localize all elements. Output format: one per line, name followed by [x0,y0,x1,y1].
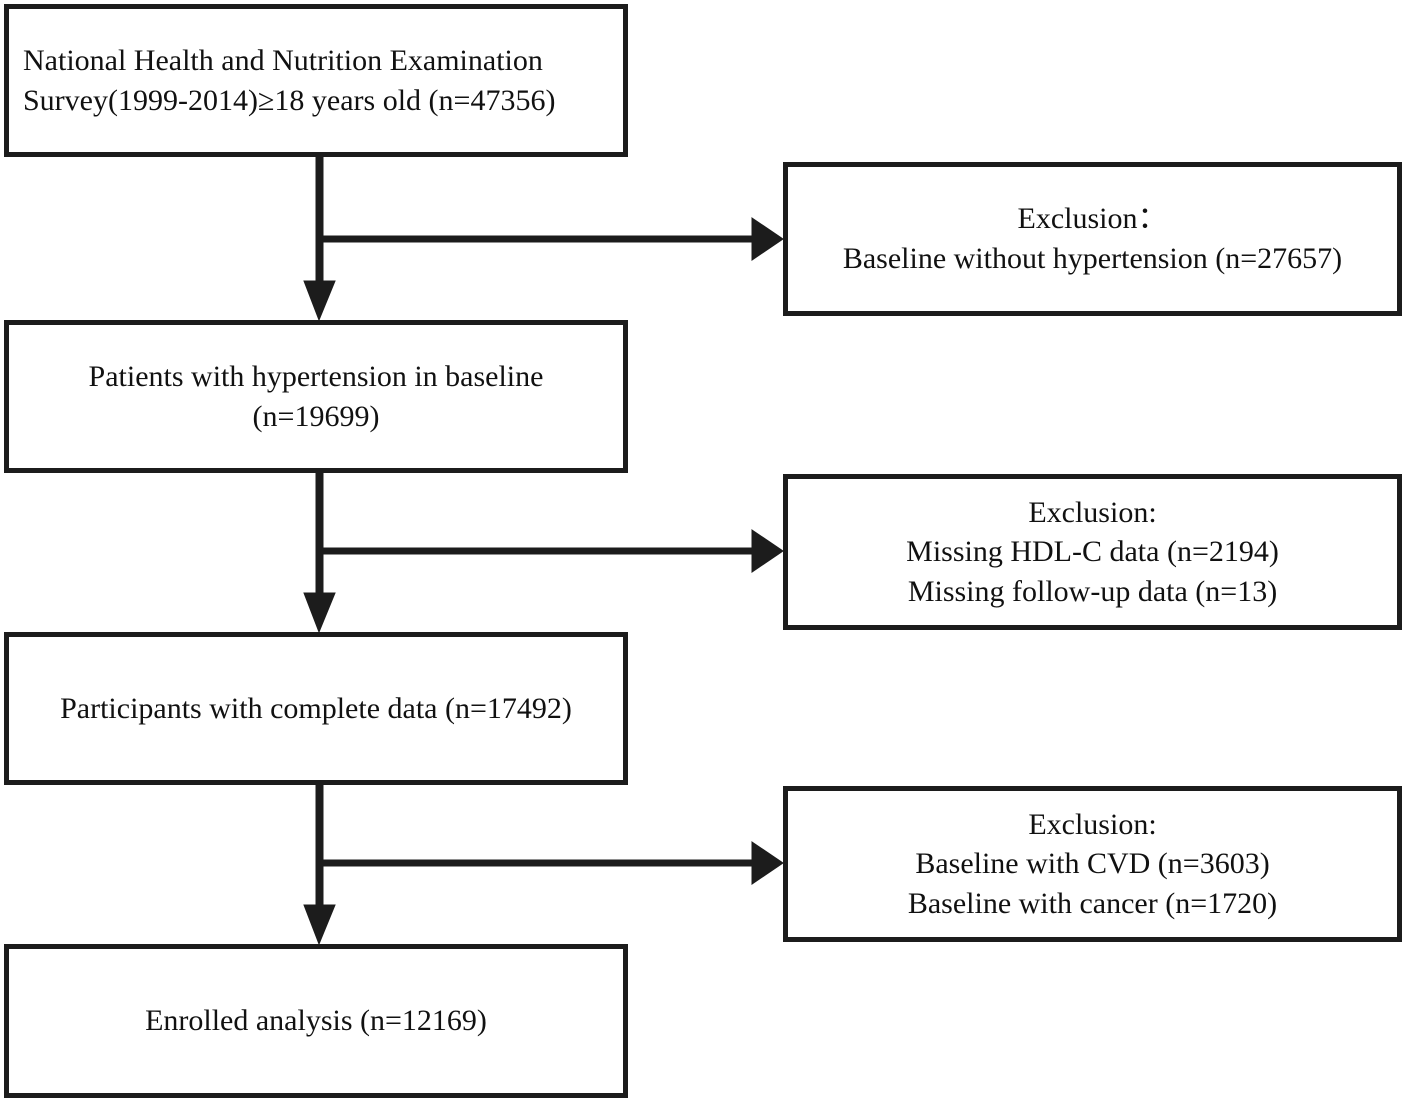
connector-3-down-arrowhead [303,904,336,946]
connector-3-right-arrowhead [751,841,784,885]
node-exclusion-2-label: Exclusion: Missing HDL-C data (n=2194) M… [906,495,1279,608]
node-exclusion-1: Exclusion： Baseline without hypertension… [783,162,1402,316]
connector-2-horizontal-line [318,547,760,555]
connector-2-vertical-line [315,472,324,618]
connector-3-vertical-line [315,784,324,930]
connector-2 [303,472,784,634]
node-exclusion-3: Exclusion: Baseline with CVD (n=3603) Ba… [783,786,1402,942]
connector-1-right-arrowhead [751,217,784,261]
node-exclusion-1-label: Exclusion： Baseline without hypertension… [842,202,1343,275]
connector-3 [303,784,784,946]
node-exclusion-3-label: Exclusion: Baseline with CVD (n=3603) Ba… [907,807,1278,920]
connector-1 [303,156,784,322]
node-enrolled-analysis: Enrolled analysis (n=12169) [4,944,628,1098]
node-source-population-label: National Health and Nutrition Examinatio… [23,43,556,117]
connector-3-horizontal-line [318,859,760,867]
connector-1-vertical-line [315,156,324,306]
node-hypertension-baseline-label: Patients with hypertension in baseline (… [88,359,544,433]
connector-2-right-arrowhead [751,529,784,573]
node-source-population: National Health and Nutrition Examinatio… [4,4,628,157]
node-complete-data-label: Participants with complete data (n=17492… [60,691,572,725]
connector-1-down-arrowhead [303,280,336,322]
node-exclusion-2: Exclusion: Missing HDL-C data (n=2194) M… [783,474,1402,630]
node-hypertension-baseline: Patients with hypertension in baseline (… [4,320,628,473]
node-enrolled-analysis-label: Enrolled analysis (n=12169) [145,1004,487,1038]
connector-2-down-arrowhead [303,592,336,634]
connector-1-horizontal-line [318,235,760,243]
node-complete-data: Participants with complete data (n=17492… [4,632,628,785]
